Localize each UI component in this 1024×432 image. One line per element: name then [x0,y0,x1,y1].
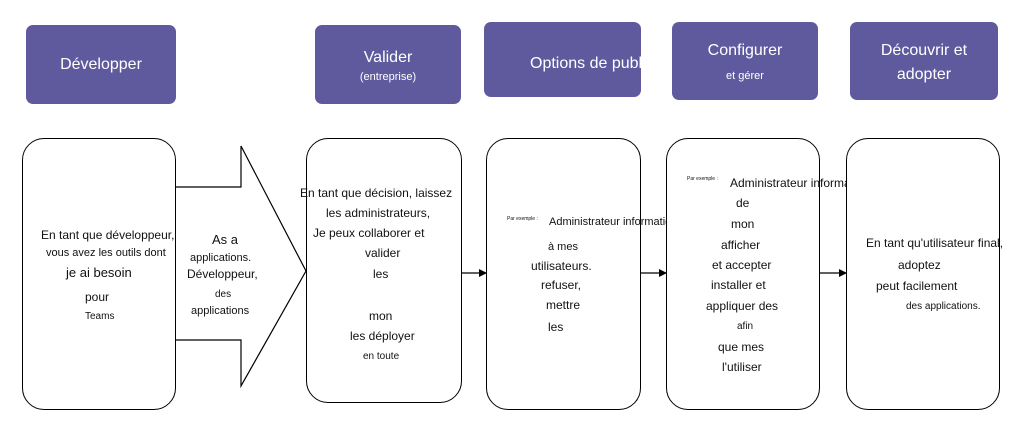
box-validate-line: les déployer [350,329,415,343]
box-discover-line: En tant qu'utilisateur final, [866,236,1004,250]
box-validate-line: les [373,267,389,281]
box-discover-line: adoptez [898,258,941,272]
big-arrow-line: des [215,289,232,300]
big-arrow-line: Développeur, [187,267,258,281]
box-configure-line: afficher [721,238,761,252]
box-publish [486,138,641,410]
box-configure-example-label: Par exemple : [687,176,718,182]
big-arrow-line: As a [212,232,239,247]
box-develop [22,138,176,410]
box-develop-line: Teams [85,311,115,322]
box-validate-line: mon [369,309,393,323]
box-validate-line: en toute [363,351,400,362]
box-validate-line: les administrateurs, [326,206,431,220]
box-validate [306,138,462,403]
big-arrow-shape [176,145,307,389]
box-validate-line: Je peux collaborer et [313,226,425,240]
header-validate-title: Valider [363,49,413,66]
box-develop-line: je ai besoin [66,265,132,280]
box-publish-example-label: Par exemple : [507,216,538,222]
box-publish-line: utilisateurs. [531,259,592,273]
header-discover-subtitle: adopter [896,66,952,83]
box-configure-line: afin [737,321,754,332]
header-configure-subtitle: et gérer [726,70,764,82]
box-discover [846,138,1000,410]
box-configure-line: l'utiliser [722,360,762,374]
big-arrow-line: applications. [190,252,252,264]
header-develop-title: Développer [60,56,142,73]
header-publish-options-title: Options de publication [530,55,689,72]
box-configure-line: de [736,196,750,210]
box-develop-line: vous avez les outils dont [46,247,166,259]
header-discover-title: Découvrir et [880,42,968,59]
header-discover: Découvrir et adopter [850,22,998,100]
big-arrow-line: applications [191,305,250,317]
box-configure-line: appliquer des [706,299,779,313]
box-validate-line: En tant que décision, laissez [300,186,453,200]
box-validate-line: valider [365,246,401,260]
box-configure-line: Administrateur informatique [730,176,877,190]
box-develop-line: pour [85,290,110,304]
header-configure-title: Configurer [707,42,783,59]
box-discover-line: des applications. [906,301,981,312]
box-configure [666,138,820,410]
box-publish-line: mettre [546,298,581,312]
box-configure-line: mon [731,217,755,231]
box-publish-line: à mes [548,241,578,253]
box-configure-line: que mes [718,340,765,354]
box-publish-line: les [548,320,564,334]
box-publish-line: refuser, [541,278,582,292]
header-validate-subtitle: (entreprise) [359,71,417,83]
header-configure: Configurer et gérer [672,22,818,100]
header-develop: Développer [26,25,176,104]
box-publish-line: Administrateur informatique [549,216,684,228]
box-configure-line: installer et [711,278,766,292]
header-validate: Valider (entreprise) [315,25,461,104]
box-configure-line: et accepter [712,258,772,272]
box-discover-line: peut facilement [876,279,958,293]
box-develop-line: En tant que développeur, [41,228,175,242]
header-publish-options: Options de publication [484,22,688,97]
